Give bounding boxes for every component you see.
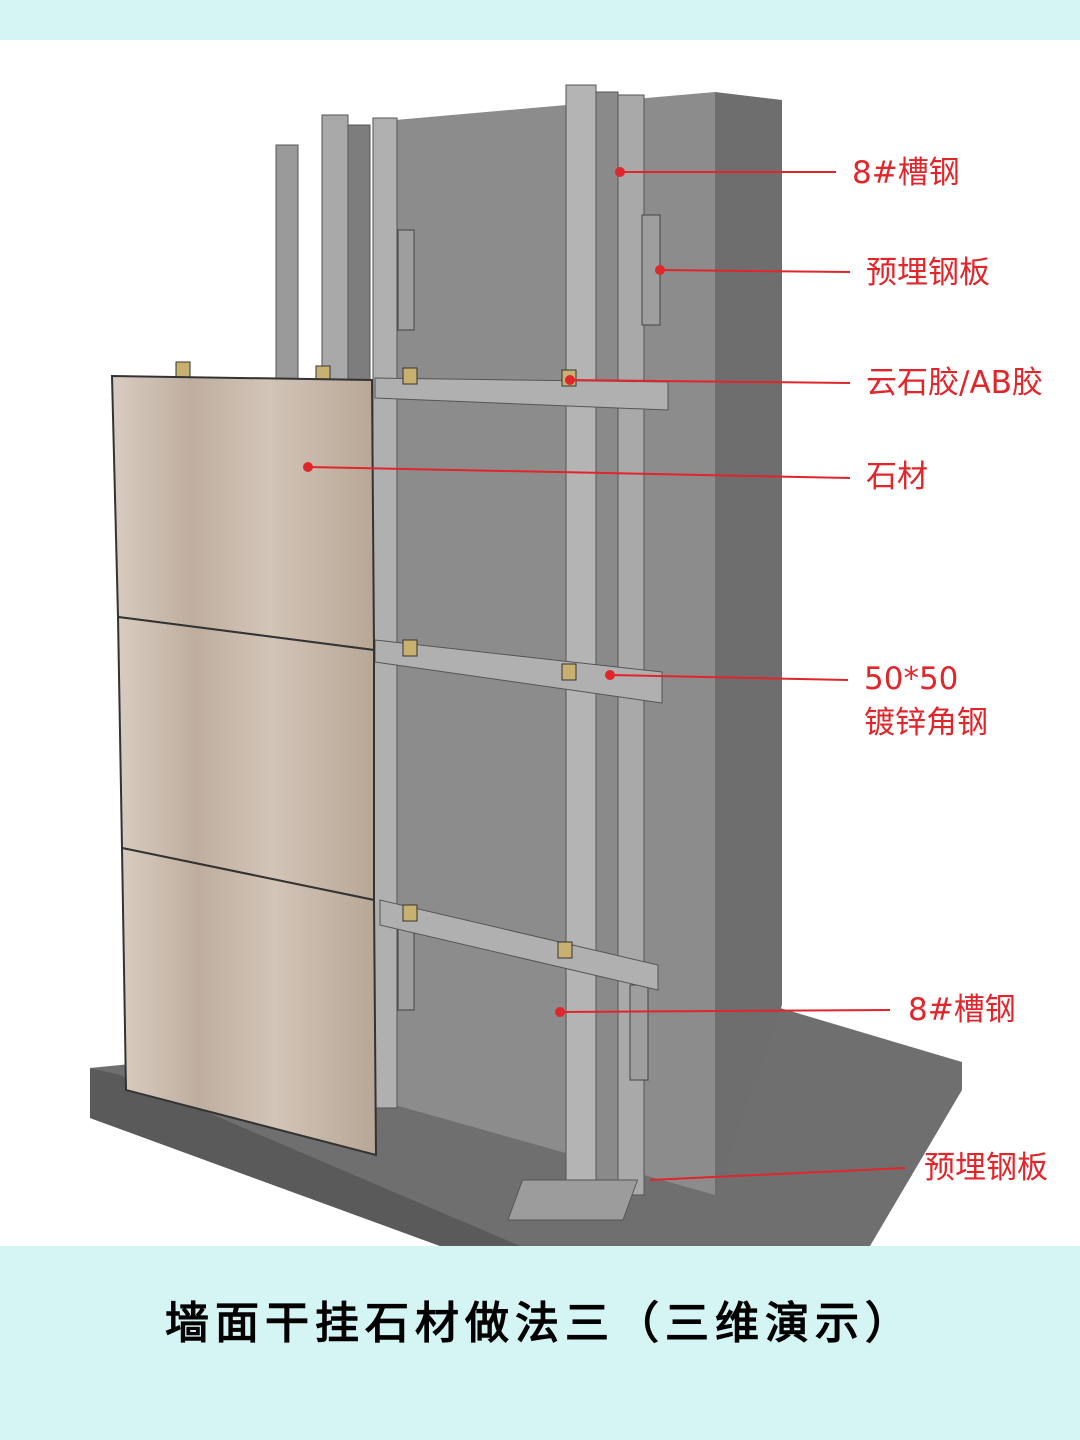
label-embedded-plate-bottom: 预埋钢板 bbox=[924, 1150, 1048, 1186]
label-channel-steel-bottom: 8#槽钢 bbox=[908, 992, 1016, 1028]
stone-panel-bottom bbox=[120, 846, 378, 1157]
floor-slab-front bbox=[90, 1068, 520, 1246]
label-angle-size: 50*50 bbox=[864, 661, 959, 697]
leader-lines bbox=[303, 167, 906, 1181]
stone-panel-top bbox=[110, 374, 376, 652]
label-stone: 石材 bbox=[866, 459, 928, 495]
right-channel-steel bbox=[507, 84, 645, 1221]
stone-panels bbox=[110, 374, 378, 1157]
label-channel-steel-top: 8#槽钢 bbox=[852, 155, 960, 191]
wall-side bbox=[715, 92, 782, 1195]
wall-front bbox=[395, 92, 715, 1195]
label-angle-name: 镀锌角钢 bbox=[864, 705, 988, 741]
label-glue: 云石胶/AB胶 bbox=[866, 365, 1043, 401]
angle-steel-bars bbox=[374, 377, 669, 991]
label-embedded-plate-top: 预埋钢板 bbox=[866, 255, 990, 291]
caption-title: 墙面干挂石材做法三（三维演示） bbox=[165, 1298, 915, 1349]
stone-clips bbox=[175, 361, 577, 959]
